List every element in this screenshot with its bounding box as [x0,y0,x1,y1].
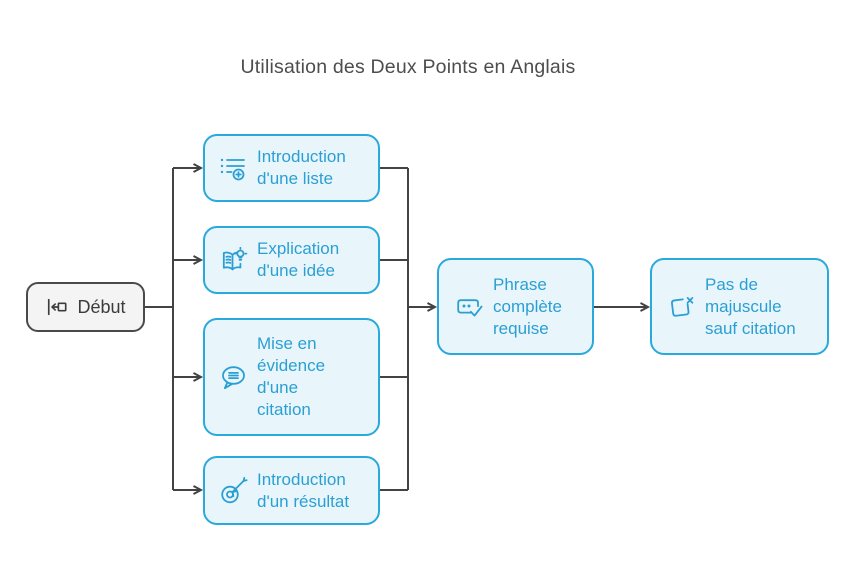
diagram-title: Utilisation des Deux Points en Anglais [240,56,576,78]
list-add-icon [218,153,248,183]
node-phrase-complete-requise: Phrase complète requise [437,258,594,355]
node-label: Explication d'une idée [257,239,340,280]
book-idea-icon [218,245,248,275]
node-label: Phrase complète requise [493,274,562,338]
node-label: Introduction d'une liste [257,147,346,188]
node-label: Début [77,297,126,317]
skip-start-icon [45,296,69,318]
node-introduction-resultat: Introduction d'un résultat [203,456,380,525]
node-label: Mise en évidence d'une citation [257,334,326,419]
caption-check-icon [454,292,484,322]
node-label: Pas de majuscule sauf citation [705,274,796,338]
target-dart-icon [218,476,248,506]
node-label: Introduction d'un résultat [257,469,350,511]
node-explication-idee: Explication d'une idée [203,226,380,294]
node-mise-en-evidence-citation: Mise en évidence d'une citation [203,318,380,436]
node-introduction-liste: Introduction d'une liste [203,134,380,202]
no-capital-icon [666,292,696,322]
node-start: Début [26,282,145,332]
quote-bubble-icon [218,362,248,392]
node-pas-de-majuscule: Pas de majuscule sauf citation [650,258,829,355]
